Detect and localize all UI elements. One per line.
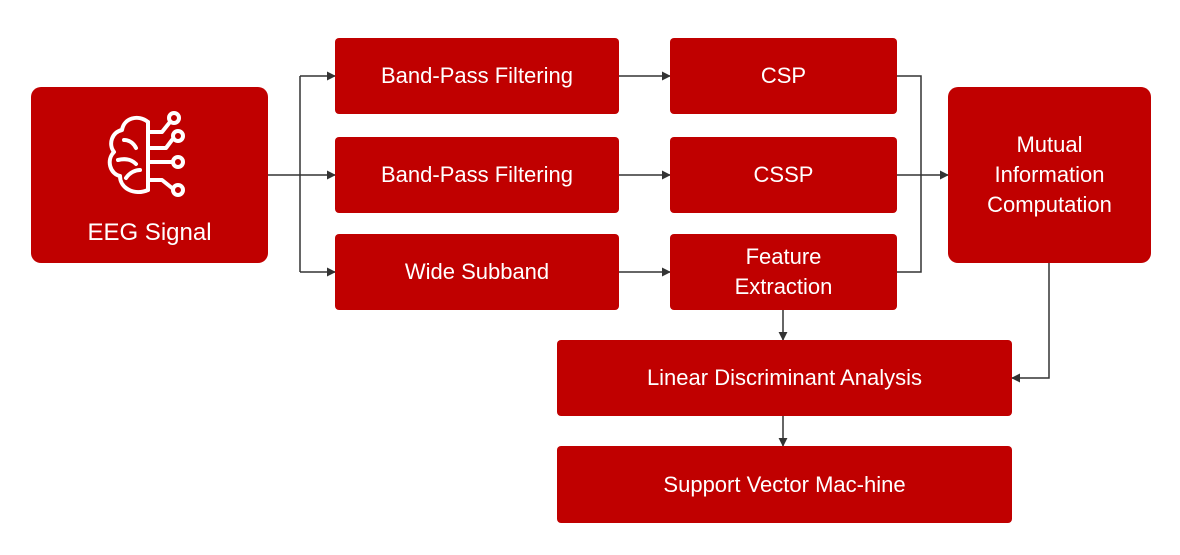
node-mutual-information-computation: Mutual Information Computation (948, 87, 1151, 263)
node-linear-discriminant-analysis: Linear Discriminant Analysis (557, 340, 1012, 416)
mutual-information-line3: Computation (987, 192, 1112, 217)
lda-label: Linear Discriminant Analysis (646, 365, 923, 390)
cssp-label: CSSP (753, 162, 814, 187)
csp-label: CSP (760, 63, 807, 88)
band-pass-filtering-1-label: Band-Pass Filtering (381, 63, 573, 88)
wide-subband-label: Wide Subband (404, 259, 550, 284)
arrow-mi-lda (1011, 263, 1050, 383)
brain-circuit-icon (107, 111, 185, 197)
node-eeg-signal: EEG Signal (31, 87, 268, 263)
mutual-information-line2: Information (994, 162, 1105, 187)
node-feature-extraction: Feature Extraction (670, 234, 897, 310)
svm-label: Support Vector Mac-hine (663, 471, 906, 497)
node-band-pass-filtering-1: Band-Pass Filtering (335, 38, 619, 114)
mutual-information-line1: Mutual (1016, 132, 1083, 157)
band-pass-filtering-2-label: Band-Pass Filtering (381, 162, 573, 187)
connector-csp-merge (897, 75, 922, 273)
node-support-vector-machine: Support Vector Mac-hine (557, 446, 1012, 523)
node-cssp: CSSP (670, 137, 897, 213)
feature-extraction-line1: Feature (745, 244, 822, 269)
node-wide-subband: Wide Subband (335, 234, 619, 310)
node-band-pass-filtering-2: Band-Pass Filtering (335, 137, 619, 213)
feature-extraction-line2: Extraction (734, 274, 833, 299)
node-csp: CSP (670, 38, 897, 114)
eeg-signal-label: EEG Signal (87, 219, 212, 246)
